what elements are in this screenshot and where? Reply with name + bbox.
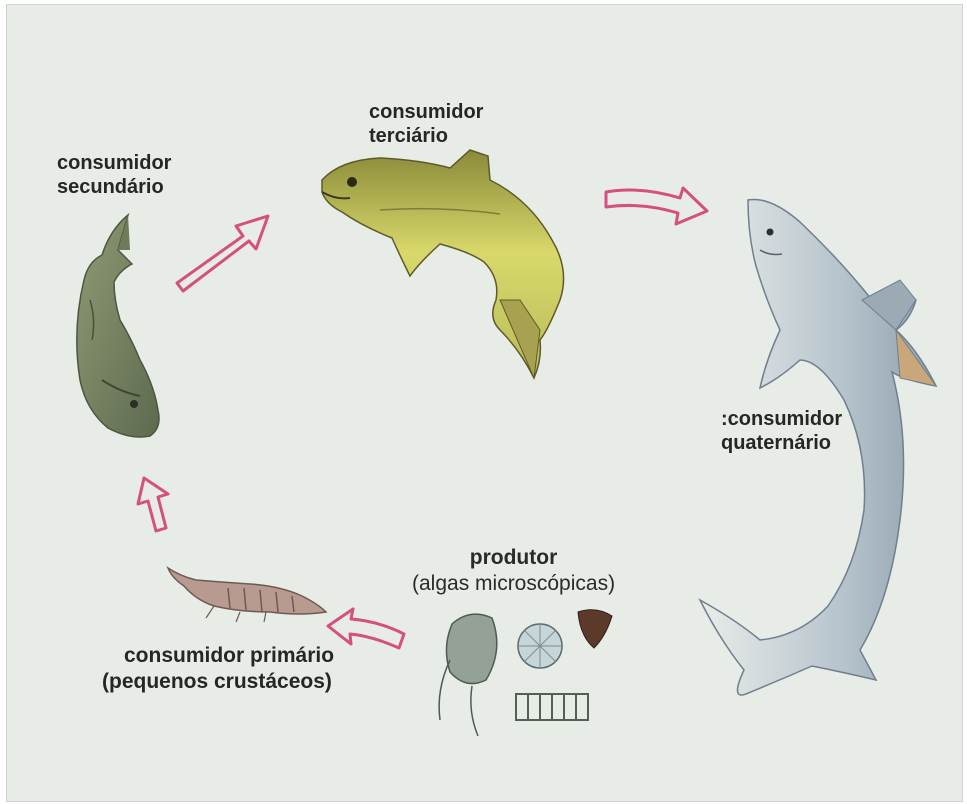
label-line: secundário <box>57 175 171 199</box>
arrow-tertiary-to-quaternary <box>606 188 707 224</box>
label-line: quaternário <box>721 431 842 455</box>
label-secondary-consumer: consumidor secundário <box>57 151 171 200</box>
label-quaternary-consumer: :consumidor quaternário <box>721 407 842 456</box>
label-line: :consumidor <box>721 407 842 431</box>
bass-fish-icon <box>77 215 159 437</box>
trout-fish-icon <box>322 150 564 378</box>
arrow-primary-to-secondary <box>138 478 168 531</box>
label-line: (pequenos crustáceos) <box>102 669 334 695</box>
label-line: consumidor <box>369 100 483 124</box>
label-primary-consumer: consumidor primário (pequenos crustáceos… <box>124 643 334 694</box>
arrow-producer-to-primary <box>328 609 404 648</box>
label-line: consumidor <box>57 151 171 175</box>
label-line: terciário <box>369 124 483 148</box>
crustacean-icon <box>168 568 326 622</box>
label-line: consumidor primário <box>124 643 334 669</box>
label-tertiary-consumer: consumidor terciário <box>369 100 483 149</box>
arrow-secondary-to-tertiary <box>177 216 268 291</box>
label-line: produtor <box>412 545 615 571</box>
microalgae-icon <box>439 610 612 736</box>
label-line: (algas microscópicas) <box>412 571 615 597</box>
label-producer: produtor (algas microscópicas) <box>412 545 615 596</box>
